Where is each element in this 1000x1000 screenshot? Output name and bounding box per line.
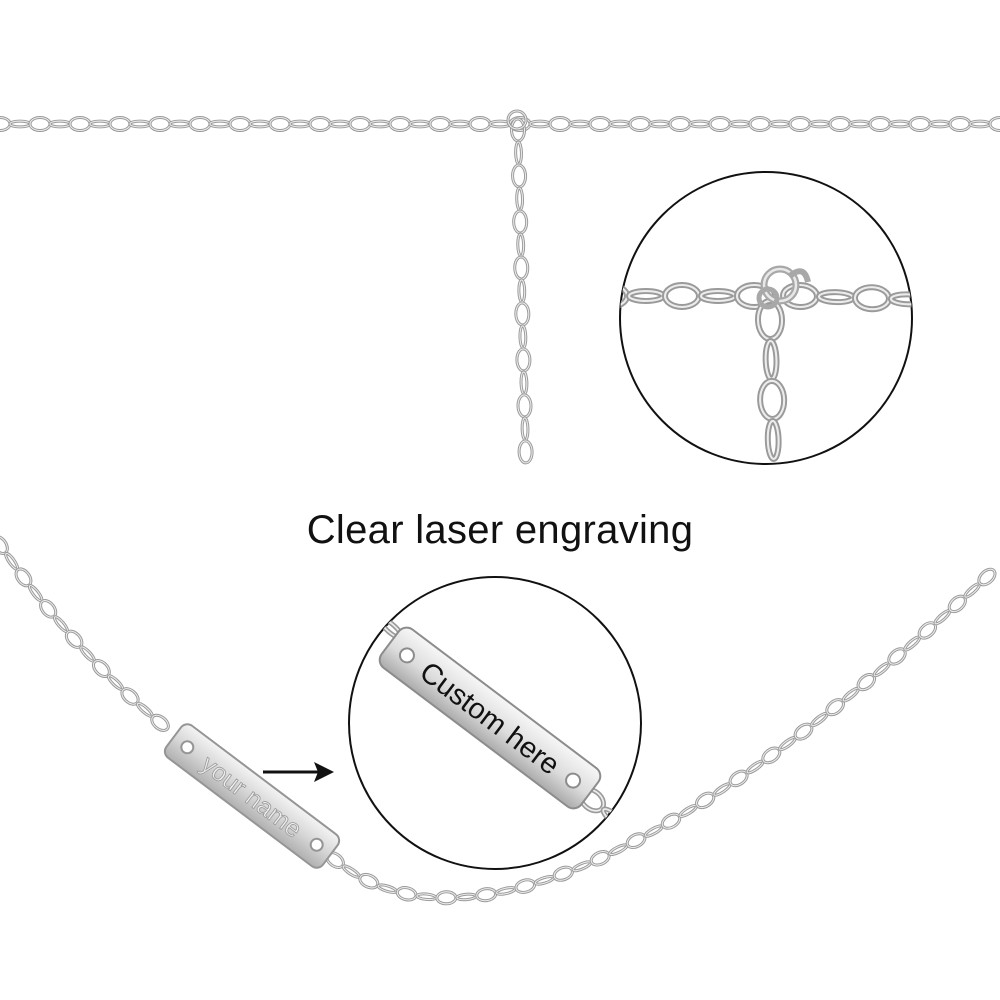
caption-title: Clear laser engraving [306,508,694,552]
chain-link [933,609,952,626]
chain-link [52,615,69,634]
chain-link [745,759,765,775]
chain-link [872,661,891,678]
chain-link [79,645,96,663]
chain-link [778,736,797,752]
name-bar-pendant: your name [163,723,341,869]
chain-link [106,674,125,692]
chain-link [841,686,860,703]
chain-link [988,116,1000,132]
chain-link [903,635,922,652]
bar-engraving-text: your name [196,750,307,843]
chain-link [810,711,829,728]
chain-link [4,551,20,571]
arrow-right-icon [263,762,334,782]
necklace-chains [0,109,1000,906]
chain-link [356,596,384,624]
clasp-detail-zoom [619,171,913,465]
chain-link [135,701,154,718]
engraving-detail-zoom: Custom here [348,576,642,870]
chain-link [27,584,44,603]
lobster-clasp-icon [756,265,811,310]
chain-link [963,582,981,599]
zoomed-clasp-chain [620,281,912,462]
